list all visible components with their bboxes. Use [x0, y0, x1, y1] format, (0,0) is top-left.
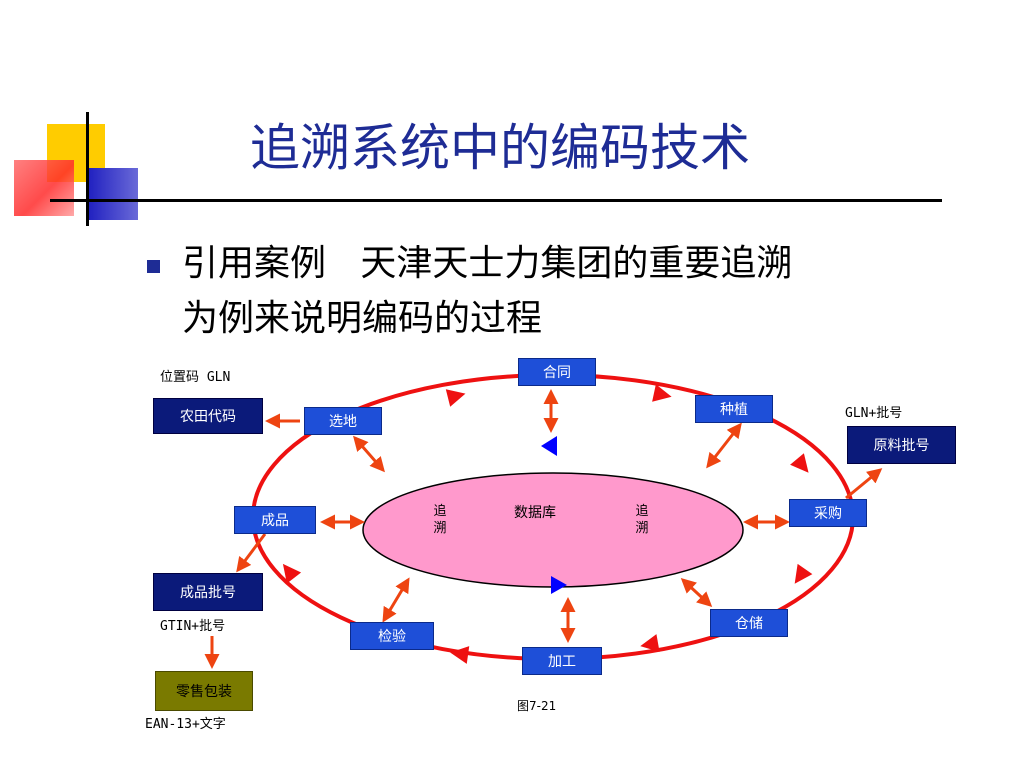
node-processing: 加工 [522, 647, 602, 675]
trace-left-char-1: 追 [433, 504, 447, 519]
bullet-line-1: 引用案例 天津天士力集团的重要追溯 [182, 243, 793, 284]
box-raw-batch: 原料批号 [847, 426, 956, 464]
label-gln: 位置码 GLN [160, 370, 231, 385]
database-ellipse [362, 472, 744, 588]
slide-title: 追溯系统中的编码技术 [250, 119, 750, 177]
title-underline [50, 199, 942, 202]
node-storage: 仓储 [710, 609, 788, 637]
figure-caption: 图7-21 [517, 699, 557, 713]
decor-blue-square [88, 168, 138, 220]
link-storage-db [680, 577, 713, 608]
db-marker-top [541, 436, 557, 456]
trace-right-char-2: 溯 [635, 521, 649, 536]
cycle-arrow-3 [790, 453, 809, 473]
bullet-square-icon [147, 260, 160, 273]
label-gtin-batch: GTIN+批号 [160, 619, 226, 634]
cycle-arrow-2 [652, 384, 672, 402]
node-purchase: 采购 [789, 499, 867, 527]
cycle-arrow-5 [640, 634, 660, 652]
link-inspection-db [382, 577, 410, 623]
trace-right: 追 溯 [634, 503, 650, 537]
link-purchase-raw [845, 468, 883, 500]
bullet-text: 引用案例 天津天士力集团的重要追溯 为例来说明编码的过程 [182, 236, 972, 346]
cycle-arrow-1 [445, 389, 466, 407]
db-marker-bottom [551, 576, 567, 594]
box-farm-code: 农田代码 [153, 398, 263, 434]
node-contract: 合同 [518, 358, 596, 386]
node-inspection: 检验 [350, 622, 434, 650]
decor-vertical-line [86, 112, 89, 226]
node-site-select: 选地 [304, 407, 382, 435]
trace-right-char-1: 追 [635, 504, 649, 519]
box-finished-batch: 成品批号 [153, 573, 263, 611]
cycle-arrow-6 [450, 646, 470, 664]
bullet-line-2: 为例来说明编码的过程 [182, 298, 543, 339]
database-label: 数据库 [514, 505, 556, 521]
label-ean: EAN-13+文字 [145, 717, 226, 732]
trace-left: 追 溯 [432, 503, 448, 537]
link-planting-db [706, 422, 742, 469]
trace-left-char-2: 溯 [433, 521, 447, 536]
link-finished-batch [236, 533, 267, 573]
node-finished: 成品 [234, 506, 316, 534]
box-retail-pack: 零售包装 [155, 671, 253, 711]
link-site-db [353, 435, 385, 473]
cycle-arrow-4 [794, 563, 813, 584]
node-planting: 种植 [695, 395, 773, 423]
label-gln-batch: GLN+批号 [845, 406, 903, 421]
cycle-arrow-7 [282, 563, 302, 584]
decor-red-square [14, 160, 74, 216]
